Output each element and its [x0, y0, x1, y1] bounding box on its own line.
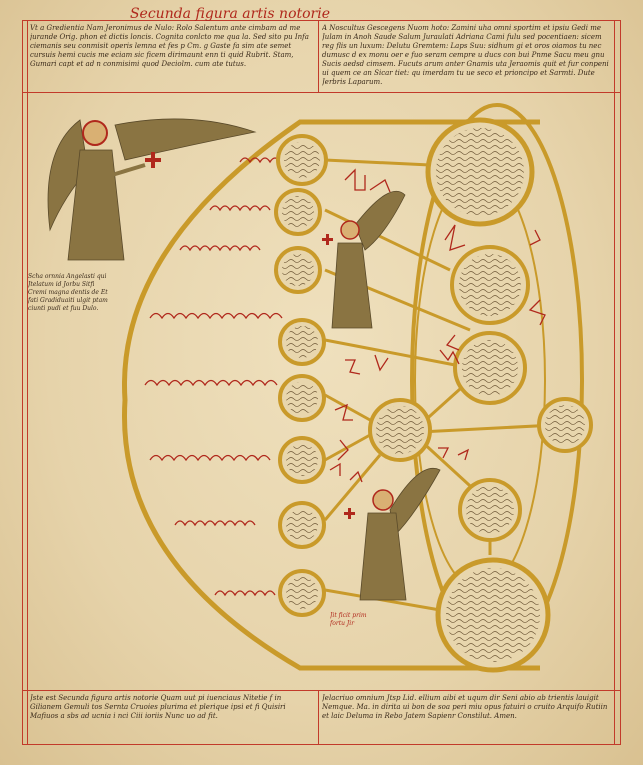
frame-rule-footer-split — [318, 690, 319, 744]
circle-right — [537, 397, 593, 453]
frame-rule-left-inner — [27, 20, 28, 745]
circle-l5 — [278, 374, 326, 422]
center-circles — [368, 117, 593, 673]
circle-c2 — [450, 245, 530, 325]
red-sigils — [329, 168, 546, 483]
angel-lower — [344, 468, 441, 601]
figure-caption-bottom: Jit ficit prim fortu Jir Suntin — [330, 612, 367, 627]
circle-l1 — [276, 134, 328, 186]
footer-left-paragraph: Jste est Secunda figura artis notorie Qu… — [30, 694, 286, 720]
frame-rule-header-bottom — [22, 92, 620, 93]
circle-c4 — [458, 478, 522, 542]
header-text-right: A Noscultus Gescegens Nuom hoto: Zamini … — [322, 24, 612, 90]
angel-top-left — [47, 118, 257, 261]
left-circles — [274, 134, 328, 617]
circle-l4 — [278, 318, 326, 366]
angel-caption-left: Scha ornnia Angelasti qui Jtelatum id Jo… — [28, 273, 108, 312]
frame-rule-footer-bottom — [22, 744, 620, 745]
circle-l6 — [278, 436, 326, 484]
frame-rule-top — [22, 20, 620, 21]
circle-mid — [368, 398, 432, 462]
header-right-paragraph: A Noscultus Gescegens Nuom hoto: Zamini … — [322, 24, 609, 86]
frame-rule-right-inner — [614, 20, 615, 745]
header-text-left: Vt a Gredientia Nam Jeronimus de Nulo: R… — [30, 24, 314, 90]
frame-rule-footer-top — [22, 690, 620, 691]
footer-text-right: Jelacriuo omnium Jtsp Lid. ellium aibi e… — [322, 694, 612, 742]
angel-center — [322, 190, 406, 329]
circle-l8 — [278, 569, 326, 617]
circle-c3 — [453, 331, 527, 405]
header-left-paragraph: Vt a Gredientia Nam Jeronimus de Nulo: R… — [30, 24, 309, 68]
page-title: Secunda figura artis notorie — [129, 6, 331, 22]
frame-rule-right — [620, 20, 621, 745]
frame-rule-header-split — [318, 20, 319, 92]
footer-right-paragraph: Jelacriuo omnium Jtsp Lid. ellium aibi e… — [322, 694, 608, 720]
circle-c-top — [425, 117, 535, 227]
circle-l3 — [274, 246, 322, 294]
footer-text-left: Jste est Secunda figura artis notorie Qu… — [30, 694, 314, 742]
outer-arc — [121, 119, 540, 671]
spiral-coils — [144, 157, 283, 597]
frame-rule-left — [22, 20, 23, 745]
circle-c-bottom — [435, 557, 551, 673]
circle-l7 — [278, 501, 326, 549]
circle-l2 — [274, 188, 322, 236]
